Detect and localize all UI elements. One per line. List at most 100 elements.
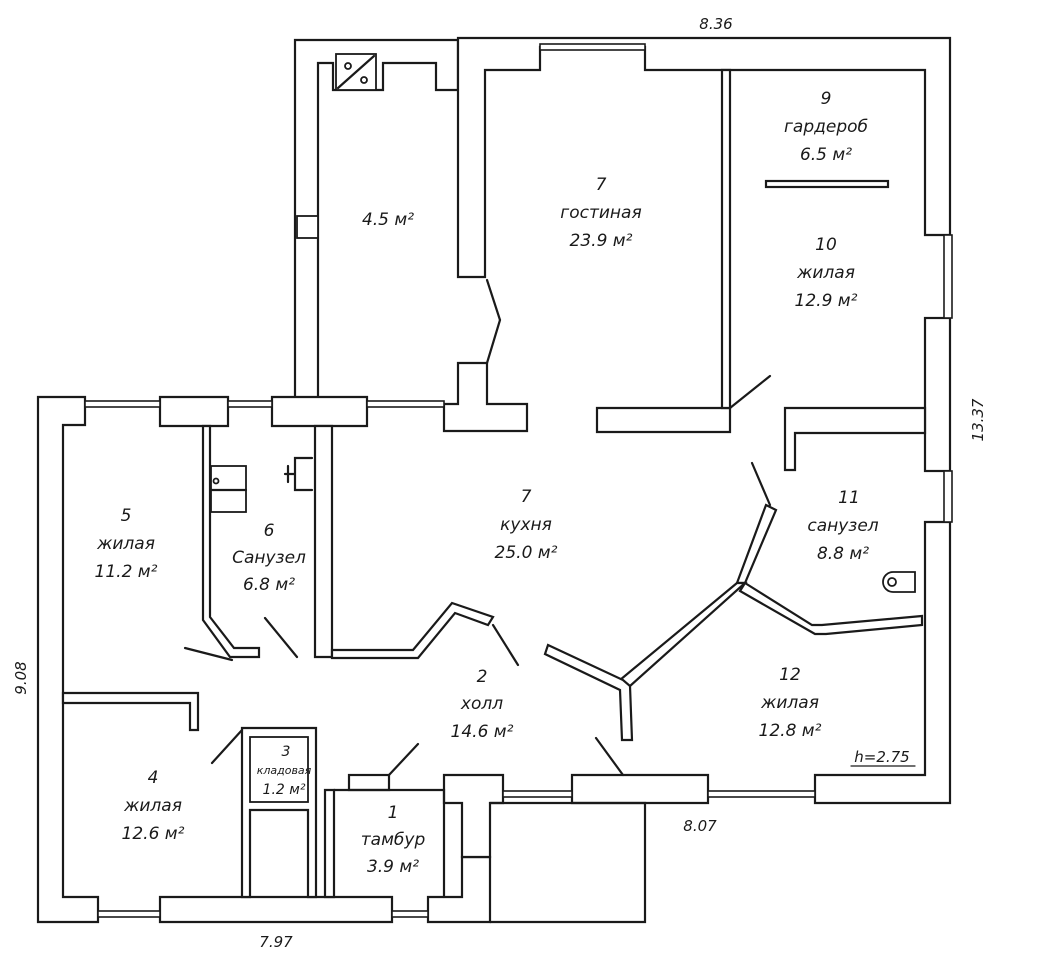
room-area: 12.9 м² <box>795 291 858 311</box>
boiler-icon-dot-2 <box>360 76 368 84</box>
room-area: 11.2 м² <box>95 562 158 582</box>
wall-angled-4 <box>543 643 634 742</box>
door-room10 <box>728 374 772 410</box>
room-number: 12 <box>779 665 801 685</box>
room-area: 25.0 м² <box>495 543 558 563</box>
dimension-bottom-right: 8.07 <box>683 817 717 835</box>
room-area: 23.9 м² <box>570 231 633 251</box>
room-name: жилая <box>96 534 155 554</box>
window-room5 <box>84 400 161 408</box>
door-kitchen <box>491 623 520 667</box>
room-name: гардероб <box>784 117 868 137</box>
wall-left-wing-top <box>158 395 230 428</box>
room-number: 10 <box>815 235 837 255</box>
chimney-icon <box>296 215 319 239</box>
window-right-2 <box>943 470 953 523</box>
room-label-11: 11 санузел 8.8 м² <box>807 488 878 564</box>
toilet-bowl-icon <box>887 577 897 587</box>
boiler-icon-dot-1 <box>344 62 352 70</box>
wall-bottom-2 <box>426 855 492 924</box>
room-area: 1.2 м² <box>263 782 306 798</box>
room-name: кухня <box>500 515 552 535</box>
room-label-8: 7 гостиная 23.9 м² <box>560 175 641 251</box>
dimension-top: 8.36 <box>699 15 732 33</box>
room-label-12: 12 жилая 12.8 м² <box>759 665 822 741</box>
room-name: санузел <box>807 516 878 536</box>
room-area: 4.5 м² <box>362 210 414 230</box>
room-label-5: 5 жилая 11.2 м² <box>95 506 158 582</box>
windows <box>84 43 953 918</box>
pantry-inner <box>249 736 309 803</box>
window-bath6 <box>227 400 273 408</box>
wall-living-right <box>720 68 732 410</box>
room-label-1: 1 тамбур 3.9 м² <box>361 803 426 877</box>
door-room4 <box>210 728 244 765</box>
wall-bottom <box>158 895 394 924</box>
room-label-4: 4 жилая 12.6 м² <box>122 768 185 844</box>
room-name: гостиная <box>560 203 641 223</box>
vestibule-outline <box>332 788 446 899</box>
room-label-10: 10 жилая 12.9 м² <box>795 235 858 311</box>
door-vestibule <box>387 742 420 777</box>
door-boiler-2 <box>485 318 502 365</box>
room-area: 6.5 м² <box>800 145 852 165</box>
room-name: кладовая <box>257 764 312 777</box>
door-room5 <box>183 646 234 662</box>
dimension-right: 13.37 <box>969 398 987 441</box>
room-label-6: 6 Санузел 6.8 м² <box>232 521 306 595</box>
window-room4 <box>97 910 161 918</box>
wall-bath6-left <box>201 424 261 659</box>
room-label-9: 9 гардероб 6.5 м² <box>784 89 868 165</box>
door-bath6 <box>263 616 299 659</box>
door-room12 <box>594 736 625 777</box>
room-number: 11 <box>838 488 860 508</box>
door-boiler <box>485 278 502 322</box>
window-room12 <box>707 790 816 798</box>
room-number: 7 <box>596 175 607 195</box>
room-name: холл <box>460 694 503 714</box>
dimension-left: 9.08 <box>12 661 30 694</box>
wall-kitchen-left <box>313 424 334 659</box>
wall-angled-2 <box>618 581 748 688</box>
wall-bath11-top <box>783 406 927 472</box>
wall-angled-3 <box>738 581 924 636</box>
window-kitchen <box>366 400 445 408</box>
toilet-icon <box>882 571 916 593</box>
room-number: 1 <box>388 803 399 823</box>
wall-vestibule <box>442 773 505 859</box>
room-name: Санузел <box>232 548 306 568</box>
room-area: 14.6 м² <box>451 722 514 742</box>
room-name: жилая <box>796 263 855 283</box>
room-number: 6 <box>264 521 275 541</box>
room-area: 8.8 м² <box>817 544 869 564</box>
wall-left-wing-top-3 <box>442 361 529 433</box>
porch-outline <box>488 801 647 924</box>
room-number: 5 <box>121 506 132 526</box>
wall-kitchen-bottom <box>330 601 495 660</box>
room-name: жилая <box>760 693 819 713</box>
wall-bottom-mid <box>570 773 710 805</box>
room-label-7: 7 кухня 25.0 м² <box>495 487 558 563</box>
wall-vestibule-left <box>323 788 336 899</box>
room-area: 6.8 м² <box>243 575 295 595</box>
ceiling-height: h=2.75 <box>854 748 909 766</box>
room-number: 4 <box>148 768 159 788</box>
wall-living-bottom <box>595 406 732 434</box>
dimension-bottom-left: 7.97 <box>259 933 293 951</box>
room-area: 12.8 м² <box>759 721 822 741</box>
shower-drain-icon <box>212 477 220 485</box>
window-right-1 <box>943 234 953 319</box>
boiler-icon-line <box>336 54 376 90</box>
room-label-2: 2 холл 14.6 м² <box>451 667 514 742</box>
sink-icon <box>283 456 314 492</box>
fixtures <box>209 53 916 593</box>
room-number: 3 <box>282 744 291 760</box>
wall-vestibule-top <box>347 773 391 792</box>
room-area: 12.6 м² <box>122 824 185 844</box>
wall-room5-room4 <box>61 691 200 732</box>
window-top-living <box>539 43 646 51</box>
room-number: 2 <box>477 667 488 687</box>
wall-left-wing-top-2 <box>270 395 369 428</box>
wall-top <box>456 36 952 279</box>
